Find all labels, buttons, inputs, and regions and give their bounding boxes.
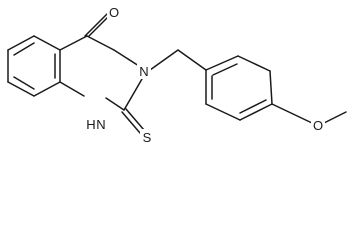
bond-10 <box>59 35 88 51</box>
bond-5 <box>7 81 35 97</box>
bond-lines <box>7 13 347 134</box>
bond-4 <box>33 81 61 97</box>
atom-labels: O N H N S O <box>84 4 325 145</box>
bond-11 <box>86 35 115 51</box>
amine-hydrogen-label: H <box>86 117 95 132</box>
bond-28 <box>212 63 238 76</box>
carbonyl-oxygen-label: O <box>109 5 119 20</box>
bond-29 <box>239 99 267 114</box>
bond-24 <box>269 70 273 105</box>
bond-18 <box>121 111 141 134</box>
bond-2 <box>33 35 61 51</box>
bond-1 <box>7 35 35 51</box>
amine-nitrogen-label: N <box>96 117 105 132</box>
bond-16 <box>84 13 108 37</box>
bond-26 <box>205 103 241 121</box>
bond-12 <box>113 49 140 67</box>
bond-23 <box>237 55 271 72</box>
bond-13 <box>59 81 85 97</box>
bond-7 <box>13 42 35 56</box>
molecule-structure-diagram: O N H N S O <box>7 4 347 145</box>
bond-8 <box>13 76 35 90</box>
bond-15 <box>123 78 143 111</box>
bond-20 <box>149 49 179 71</box>
ether-oxygen-label: O <box>313 118 323 133</box>
bond-21 <box>177 49 207 71</box>
bond-31 <box>271 103 313 124</box>
ring-nitrogen-label: N <box>139 64 148 79</box>
bond-25 <box>239 103 273 121</box>
bond-14 <box>105 97 125 111</box>
bond-22 <box>205 55 239 71</box>
bond-19 <box>125 108 145 131</box>
bond-32 <box>323 111 347 124</box>
thione-sulfur-label: S <box>143 130 152 145</box>
